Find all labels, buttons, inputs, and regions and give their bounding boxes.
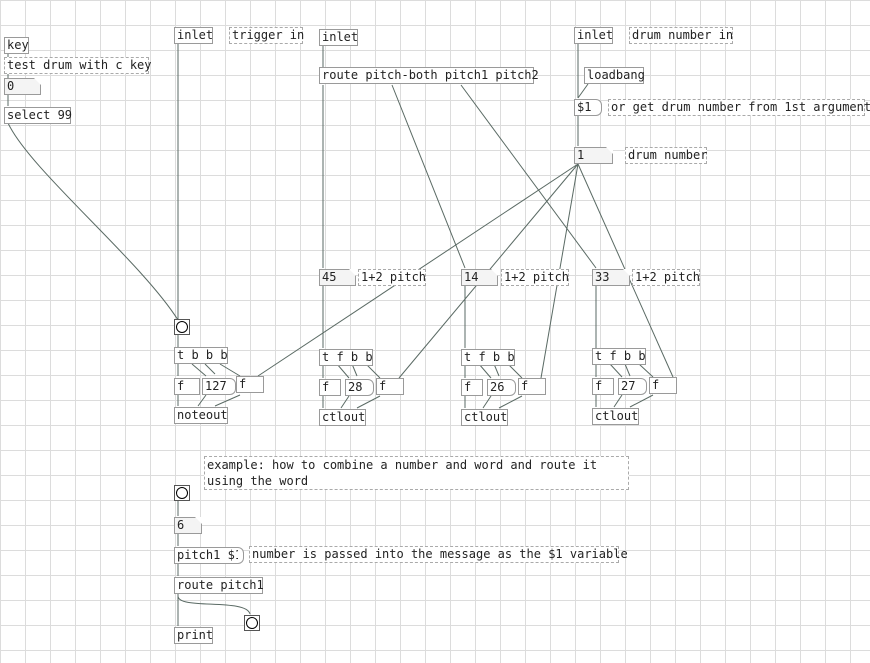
trigger-t-f-b-b[interactable]: t f b b — [592, 348, 646, 365]
trigger-t-f-b-b[interactable]: t f b b — [461, 349, 515, 366]
route-pitch-object[interactable]: route pitch-both pitch1 pitch2 — [319, 67, 539, 84]
cord — [356, 395, 381, 409]
ctlout-object[interactable]: ctlout — [461, 409, 508, 426]
float-object[interactable]: f — [236, 376, 264, 393]
reject-bang[interactable] — [244, 615, 260, 631]
ctlout-object[interactable]: ctlout — [592, 408, 639, 425]
cord — [478, 363, 492, 379]
float-object[interactable]: f — [376, 378, 404, 395]
controller-28-message[interactable]: 28 — [345, 379, 374, 396]
cord — [365, 363, 381, 379]
cord — [7, 122, 179, 321]
float-object[interactable]: f — [319, 379, 341, 396]
ctlout-object[interactable]: ctlout — [319, 409, 366, 426]
controller-27-message[interactable]: 27 — [618, 378, 647, 395]
cord — [191, 363, 207, 377]
bang-circle-icon — [176, 487, 188, 499]
drum-number-comment: drum number — [625, 147, 707, 164]
example-number-box[interactable]: 6 — [174, 517, 202, 534]
pitch-number-box-45[interactable]: 45 — [319, 269, 356, 286]
cord — [609, 363, 623, 378]
trigger-in-comment: trigger in — [229, 27, 304, 44]
float-object[interactable]: f — [649, 377, 677, 394]
cord — [638, 363, 654, 378]
cord — [629, 394, 654, 408]
cord — [498, 395, 523, 409]
cord — [177, 595, 251, 615]
cord — [204, 363, 216, 375]
drum-number-box[interactable]: 1 — [574, 147, 613, 164]
drum-inlet[interactable]: inlet — [574, 27, 613, 44]
cord — [624, 363, 631, 377]
print-object[interactable]: print — [174, 627, 213, 644]
noteout-object[interactable]: noteout — [174, 407, 228, 424]
cord — [219, 363, 241, 377]
select-99-object[interactable]: select 99 — [4, 107, 72, 124]
pitch1-message[interactable]: pitch1 $1 — [174, 547, 244, 564]
trigger-t-f-b-b[interactable]: t f b b — [319, 349, 373, 366]
pitch-comment: 1+2 pitch — [358, 269, 426, 286]
pitch-comment: 1+2 pitch — [501, 269, 569, 286]
trigger-t-b-b-b[interactable]: t b b b — [174, 347, 228, 364]
number-box-zero[interactable]: 0 — [4, 78, 41, 95]
passed-variable-comment: number is passed into the message as the… — [249, 546, 628, 563]
route-pitch1-object[interactable]: route pitch1 — [174, 577, 264, 594]
bang-circle-icon — [176, 321, 188, 333]
cord — [336, 363, 350, 379]
example-comment: example: how to combine a number and wor… — [204, 456, 629, 490]
trigger-inlet[interactable]: inlet — [174, 27, 213, 44]
dollar1-message[interactable]: $1 — [574, 99, 602, 116]
key-object[interactable]: key — [4, 37, 29, 54]
cord — [340, 395, 350, 409]
drum-number-in-comment: drum number in — [629, 27, 733, 44]
cord — [391, 84, 466, 269]
velocity-127-message[interactable]: 127 — [202, 378, 236, 395]
first-argument-comment: or get drum number from 1st argument — [608, 99, 870, 116]
cord — [482, 395, 492, 409]
cord — [197, 394, 207, 407]
pitch-comment: 1+2 pitch — [632, 269, 700, 286]
float-object[interactable]: f — [174, 378, 200, 395]
cord — [577, 83, 589, 99]
cord — [214, 394, 241, 407]
float-object[interactable]: f — [461, 379, 483, 396]
controller-26-message[interactable]: 26 — [487, 379, 516, 396]
float-object[interactable]: f — [592, 378, 614, 395]
cord — [507, 363, 523, 379]
float-object[interactable]: f — [518, 378, 546, 395]
example-bang[interactable] — [174, 485, 190, 501]
bang-circle-icon — [246, 617, 258, 629]
pitch-number-box-14[interactable]: 14 — [461, 269, 498, 286]
trigger-bang[interactable] — [174, 319, 190, 335]
pitch-number-box-33[interactable]: 33 — [592, 269, 630, 286]
test-drum-comment: test drum with c key — [4, 57, 152, 74]
pitch-inlet[interactable]: inlet — [319, 29, 358, 46]
loadbang-object[interactable]: loadbang — [584, 67, 645, 84]
cord — [613, 394, 623, 408]
